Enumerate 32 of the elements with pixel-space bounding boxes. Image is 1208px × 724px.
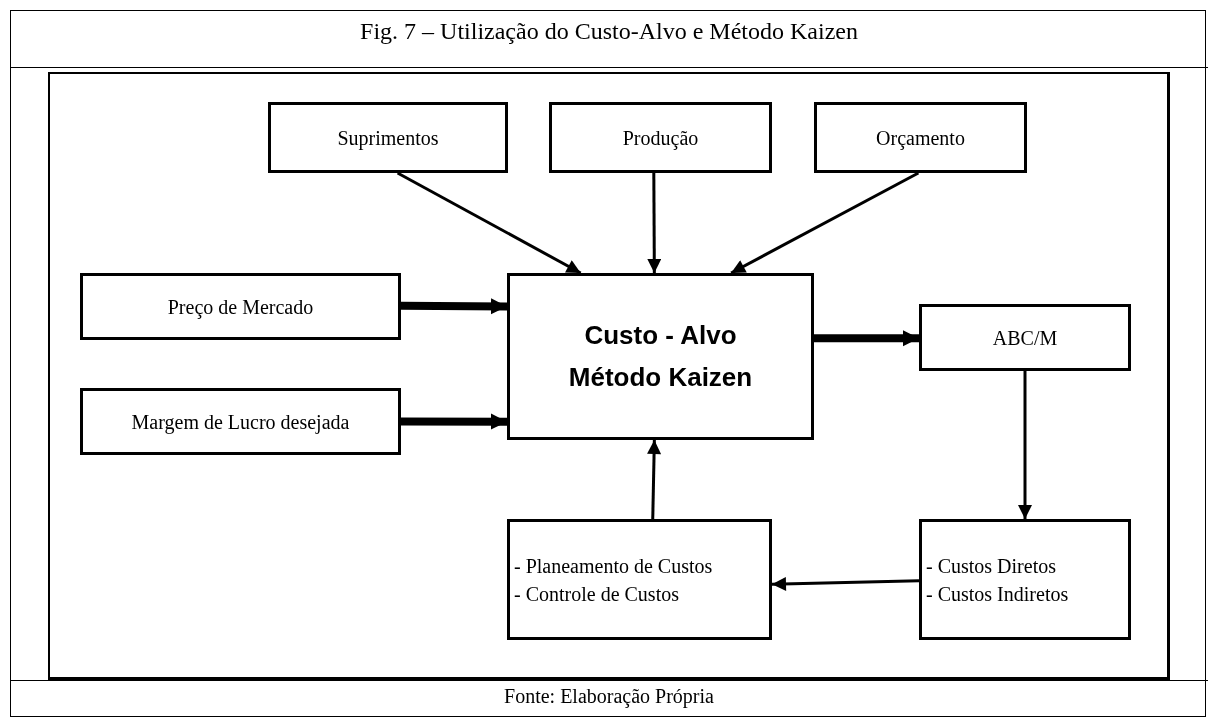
process-box [549,102,772,173]
node-label: Orçamento [876,125,965,152]
node-label: Método Kaizen [568,360,753,394]
node-label: Margem de Lucro desejada [131,409,350,436]
node-label: ABC/M [992,325,1058,351]
process-box [507,519,772,640]
arrow [730,171,920,275]
arrow [647,173,662,273]
node-label: Preço de Mercado [167,294,314,321]
arrow [771,577,920,591]
node-label: - Custos Indiretos [926,581,1069,607]
process-box [814,102,1027,173]
node-label: - Planeamento de Custos [514,553,713,579]
node-label: - Custos Diretos [926,553,1056,579]
node-label: Custo - Alvo [584,318,737,352]
figure-caption: Fonte: Elaboração Própria [503,685,715,708]
node-label: - Controle de Custos [514,581,679,607]
arrow [1018,371,1032,519]
process-box [80,388,401,455]
figure-title: Fig. 7 – Utilização do Custo-Alvo e Método Kaizen [359,18,859,45]
arrow [396,171,582,275]
arrow [400,298,508,315]
process-box [80,273,401,340]
node-label: Suprimentos [337,125,439,152]
arrow [401,413,507,430]
arrow [814,330,919,347]
node-label: Produção [622,125,699,152]
process-box [919,519,1131,640]
arrow [647,439,662,520]
main-process-box [507,273,814,440]
process-box [268,102,508,173]
process-box [919,304,1131,371]
